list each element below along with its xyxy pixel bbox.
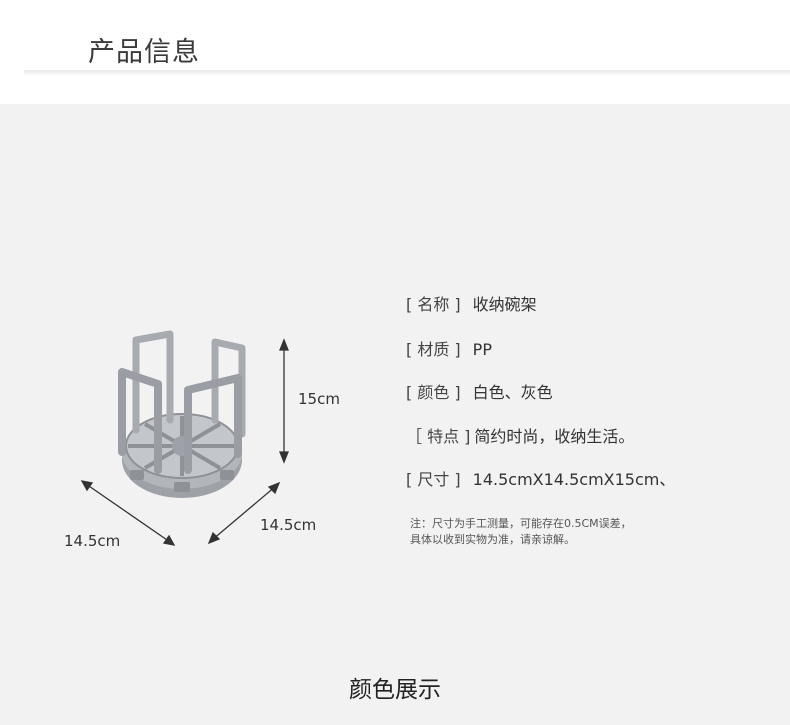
dish-rack-image: [80, 330, 289, 546]
spec-value: 收纳碗架: [472, 295, 537, 314]
measurement-note-line2: 具体以收到实物为准，请亲谅解。: [410, 533, 575, 546]
spec-row-material: [ 材质 ] PP: [406, 336, 492, 360]
color-display-title: 颜色展示: [349, 677, 441, 703]
header-divider: [24, 70, 790, 76]
spec-label: [ 名称 ]: [406, 295, 461, 314]
spec-row-features: ［ 特点 ]简约时尚，收纳生活。: [406, 423, 634, 447]
spec-row-name: [ 名称 ] 收纳碗架: [406, 291, 537, 315]
spec-row-color: [ 颜色 ] 白色、灰色: [406, 379, 553, 403]
spec-label: ［ 特点 ]: [406, 427, 471, 446]
width-dimension-label-left: 14.5cm: [64, 532, 121, 550]
spec-value: 白色、灰色: [472, 383, 553, 402]
spec-value: 简约时尚，收纳生活。: [474, 427, 635, 446]
width-dimension-label-right: 14.5cm: [260, 516, 317, 534]
spec-label: [ 材质 ]: [406, 340, 461, 359]
header: 产品信息: [0, 0, 790, 104]
spec-value: 14.5cmX14.5cmX15cm、: [472, 470, 676, 489]
spec-row-size: [ 尺寸 ] 14.5cmX14.5cmX15cm、: [406, 466, 675, 490]
spec-value: PP: [472, 340, 492, 359]
spec-label: [ 尺寸 ]: [406, 470, 461, 489]
product-info-panel: [0, 104, 790, 725]
header-title: 产品信息: [88, 37, 200, 68]
height-dimension-label: 15cm: [298, 390, 340, 408]
spec-label: [ 颜色 ]: [406, 383, 461, 402]
measurement-note-line1: 注：尺寸为手工测量，可能存在0.5CM误差，: [410, 517, 632, 530]
